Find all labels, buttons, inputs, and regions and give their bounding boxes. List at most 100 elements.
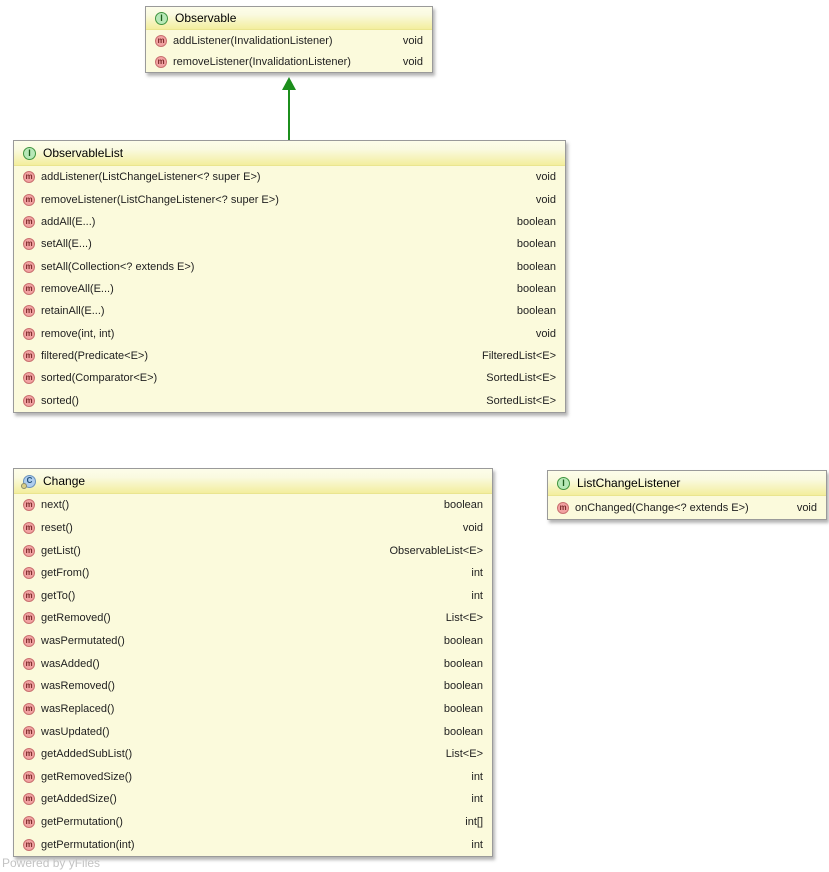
method-signature: removeListener(InvalidationListener)	[173, 55, 351, 68]
method-signature: addAll(E...)	[41, 215, 96, 228]
method-return-type: ObservableList<E>	[389, 544, 483, 557]
class-box-observable[interactable]: I Observable m addListener(InvalidationL…	[145, 6, 433, 73]
method-return-type: void	[402, 34, 423, 47]
method-row[interactable]: m addListener(InvalidationListener) void	[146, 30, 432, 51]
method-return-type: int[]	[465, 816, 483, 829]
method-return-type: int	[471, 589, 483, 602]
method-signature: filtered(Predicate<E>)	[41, 350, 148, 363]
method-list-change: m next() boolean m reset() void m getLis…	[14, 494, 492, 856]
method-icon: m	[23, 702, 35, 715]
method-icon: m	[23, 793, 35, 806]
method-row[interactable]: m reset() void	[14, 517, 492, 540]
method-icon: m	[23, 748, 35, 761]
method-icon: m	[23, 770, 35, 783]
method-signature: removeListener(ListChangeListener<? supe…	[41, 193, 279, 206]
method-row[interactable]: m getList() ObservableList<E>	[14, 539, 492, 562]
method-row[interactable]: m filtered(Predicate<E>) FilteredList<E>	[14, 345, 565, 367]
method-list-observablelist: m addListener(ListChangeListener<? super…	[14, 166, 565, 412]
method-signature: getRemovedSize()	[41, 770, 133, 783]
method-row[interactable]: m setAll(E...) boolean	[14, 233, 565, 255]
yfiles-watermark: Powered by yFiles	[2, 856, 101, 870]
interface-icon: I	[557, 476, 570, 490]
method-icon: m	[23, 372, 35, 385]
method-signature: wasUpdated()	[41, 725, 110, 738]
class-box-listchangelistener[interactable]: I ListChangeListener m onChanged(Change<…	[547, 470, 827, 520]
class-box-change[interactable]: C Change m next() boolean m reset() void…	[13, 468, 493, 857]
class-header-observable: I Observable	[146, 7, 432, 30]
method-row[interactable]: m getRemoved() List<E>	[14, 607, 492, 630]
method-signature: sorted(Comparator<E>)	[41, 372, 158, 385]
method-icon: m	[23, 589, 35, 602]
method-icon: m	[23, 350, 35, 363]
method-return-type: boolean	[516, 238, 556, 251]
method-row[interactable]: m wasRemoved() boolean	[14, 675, 492, 698]
method-icon: m	[23, 499, 35, 512]
method-return-type: boolean	[443, 725, 483, 738]
method-icon: m	[23, 521, 35, 534]
method-row[interactable]: m sorted(Comparator<E>) SortedList<E>	[14, 367, 565, 389]
class-box-observablelist[interactable]: I ObservableList m addListener(ListChang…	[13, 140, 566, 413]
method-return-type: void	[462, 521, 483, 534]
class-icon: C	[21, 474, 36, 489]
method-icon: m	[23, 680, 35, 693]
method-icon: m	[23, 838, 35, 851]
method-signature: addListener(ListChangeListener<? super E…	[41, 171, 261, 184]
method-signature: onChanged(Change<? extends E>)	[575, 501, 749, 514]
method-return-type: void	[535, 193, 556, 206]
method-row[interactable]: m getPermutation() int[]	[14, 811, 492, 834]
method-icon: m	[23, 657, 35, 670]
method-row[interactable]: m getTo() int	[14, 585, 492, 608]
method-signature: wasRemoved()	[41, 680, 115, 693]
method-icon: m	[23, 816, 35, 829]
method-return-type: int	[471, 770, 483, 783]
method-icon: m	[23, 725, 35, 738]
method-return-type: boolean	[516, 305, 556, 318]
class-title-listchangelistener: ListChangeListener	[577, 476, 681, 490]
method-row[interactable]: m getAddedSubList() List<E>	[14, 743, 492, 766]
method-signature: remove(int, int)	[41, 327, 115, 340]
method-return-type: boolean	[516, 215, 556, 228]
method-row[interactable]: m addListener(ListChangeListener<? super…	[14, 166, 565, 188]
method-icon: m	[155, 34, 167, 47]
method-return-type: int	[471, 567, 483, 580]
inheritance-arrow-line	[288, 89, 290, 140]
method-icon: m	[23, 260, 35, 273]
method-icon: m	[23, 305, 35, 318]
method-return-type: boolean	[443, 635, 483, 648]
method-icon: m	[23, 282, 35, 295]
method-row[interactable]: m wasPermutated() boolean	[14, 630, 492, 653]
method-return-type: SortedList<E>	[486, 394, 556, 407]
method-return-type: boolean	[443, 499, 483, 512]
method-row[interactable]: m getAddedSize() int	[14, 788, 492, 811]
method-row[interactable]: m getRemovedSize() int	[14, 766, 492, 789]
interface-icon: I	[155, 11, 168, 25]
method-row[interactable]: m sorted() SortedList<E>	[14, 390, 565, 412]
method-row[interactable]: m next() boolean	[14, 494, 492, 517]
method-row[interactable]: m getFrom() int	[14, 562, 492, 585]
method-signature: next()	[41, 499, 70, 512]
method-row[interactable]: m remove(int, int) void	[14, 323, 565, 345]
method-row[interactable]: m onChanged(Change<? extends E>) void	[548, 496, 826, 519]
method-list-observable: m addListener(InvalidationListener) void…	[146, 30, 432, 72]
method-row[interactable]: m wasUpdated() boolean	[14, 720, 492, 743]
method-row[interactable]: m removeListener(ListChangeListener<? su…	[14, 188, 565, 210]
method-row[interactable]: m setAll(Collection<? extends E>) boolea…	[14, 255, 565, 277]
method-signature: getFrom()	[41, 567, 90, 580]
method-return-type: List<E>	[445, 612, 483, 625]
method-signature: getList()	[41, 544, 81, 557]
method-row[interactable]: m removeListener(InvalidationListener) v…	[146, 51, 432, 72]
method-row[interactable]: m addAll(E...) boolean	[14, 211, 565, 233]
method-return-type: boolean	[516, 282, 556, 295]
method-row[interactable]: m wasReplaced() boolean	[14, 698, 492, 721]
method-row[interactable]: m removeAll(E...) boolean	[14, 278, 565, 300]
method-return-type: SortedList<E>	[486, 372, 556, 385]
method-row[interactable]: m retainAll(E...) boolean	[14, 300, 565, 322]
method-icon: m	[23, 635, 35, 648]
method-icon: m	[23, 567, 35, 580]
method-return-type: boolean	[443, 702, 483, 715]
method-return-type: int	[471, 793, 483, 806]
method-row[interactable]: m wasAdded() boolean	[14, 652, 492, 675]
method-return-type: FilteredList<E>	[482, 350, 556, 363]
method-signature: retainAll(E...)	[41, 305, 105, 318]
method-row[interactable]: m getPermutation(int) int	[14, 833, 492, 856]
